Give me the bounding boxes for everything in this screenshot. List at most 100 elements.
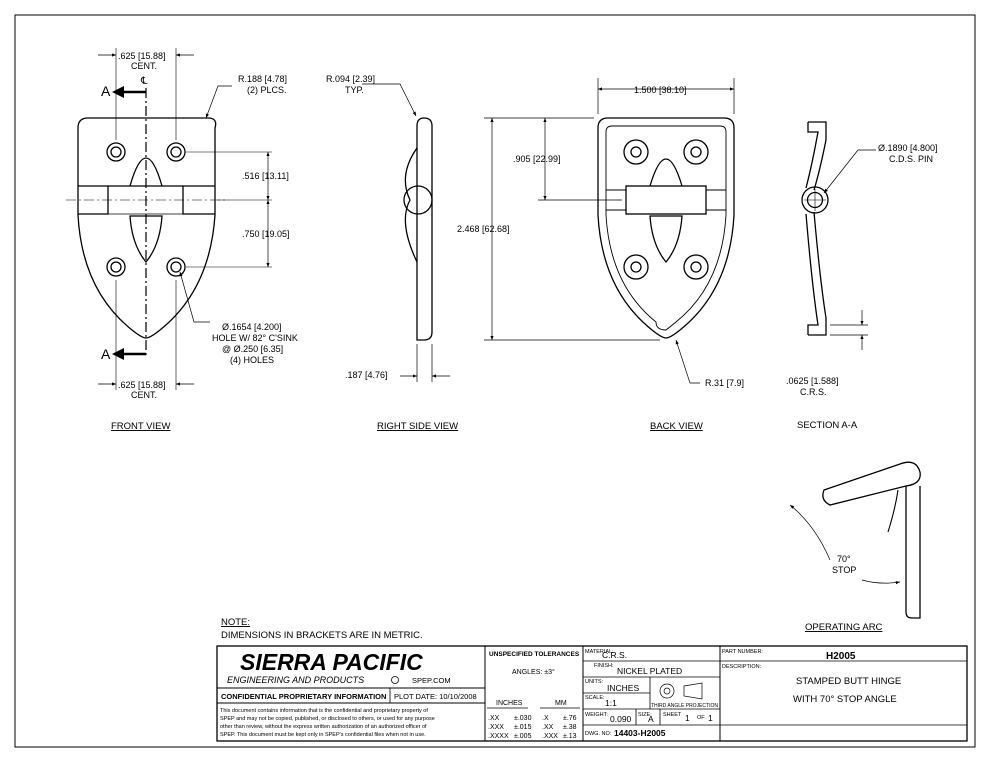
website: SPEP.COM [412,676,451,685]
tol-in-fmt-2: .XXX [488,724,504,731]
disclaimer-line-1: This document contains information that … [220,708,428,714]
cent-bottom-label: CENT. [131,390,157,400]
company-name: SIERRA PACIFIC [240,649,423,675]
right-side-dimensions [362,83,450,382]
description-line-2: WITH 70° STOP ANGLE [793,694,897,705]
pin-note-2: C.D.S. PIN [889,154,933,164]
dim-back-height: 2.468 [62.68] [457,224,510,234]
thk-note-2: C.R.S. [800,387,827,397]
hole-note-4: (4) HOLES [230,355,274,365]
registered-mark-icon [391,676,399,684]
of-label: OF [697,715,705,721]
tol-mm-val-2: ±.38 [563,724,577,731]
cent-top-label: CENT. [131,61,157,71]
hole-note-2: HOLE W/ 82° C'SINK [212,333,298,343]
part-number-label: PART NUMBER: [722,649,763,655]
mm-column-label: MM [555,700,567,707]
dim-back-width: 1.500 [38.10] [634,85,687,95]
sheet-label: SHEET [663,712,682,718]
dim-cent-top: .625 [15.88] [118,51,166,61]
tol-mm-fmt-2: .XX [542,724,554,731]
tol-in-val-1: ±.030 [514,715,532,722]
size-label: SIZE: [638,712,652,718]
section-aa-title: SECTION A-A [797,420,858,431]
projection-label: THIRD ANGLE PROJECTION [651,703,718,709]
section-letter-bottom: A [101,346,111,362]
plot-date: PLOT DATE: 10/10/2008 [394,692,477,701]
thk-note-1: .0625 [1.588] [786,376,839,386]
tol-in-val-2: ±.015 [514,724,532,731]
arc-angle-label: 70° [837,554,851,564]
dim-516: .516 [13.11] [242,171,289,181]
back-view-title: BACK VIEW [650,421,703,432]
dwg-no-label: DWG. NO: [585,731,612,737]
weight-label: WEIGHT: [585,712,608,718]
section-aa [801,121,829,336]
disclaimer-line-3: other than review, without the express w… [220,724,427,730]
tol-mm-val-3: ±.13 [563,733,577,740]
tolerances-heading: UNSPECIFIED TOLERANCES [489,651,580,658]
radius-note-front: R.188 [4.78] [238,74,287,84]
hole-note-1: Ø.1654 [4.200] [222,322,282,332]
operating-arc [822,461,921,619]
back-view [597,117,735,339]
disclaimer-line-2: SPEP and may not be copied, published, o… [220,716,435,722]
dwg-no-value: 14403-H2005 [614,728,666,738]
tol-in-val-3: ±.005 [514,733,532,740]
right-side-view [403,117,433,341]
tol-in-fmt-3: .XXXX [488,733,509,740]
note-heading: NOTE: [221,617,250,628]
weight-value: 0.090 [610,714,632,724]
scale-label: SCALE: [585,695,605,701]
tol-mm-val-1: ±.76 [563,715,577,722]
material-value: C.R.S. [602,650,627,660]
finish-label: FINISH: [594,663,614,669]
description-label: DESCRIPTION: [722,664,762,670]
size-value: A [648,714,654,724]
radius-note-front-qty: (2) PLCS. [247,85,287,95]
note-text: DIMENSIONS IN BRACKETS ARE IN METRIC. [221,630,423,641]
sheet-border [14,14,976,748]
description-line-1: STAMPED BUTT HINGE [796,676,901,687]
right-side-view-title: RIGHT SIDE VIEW [377,421,458,432]
tol-mm-fmt-3: .XXX [542,733,558,740]
tol-in-fmt-1: .XX [488,715,500,722]
front-view [77,117,217,339]
finish-value: NICKEL PLATED [617,666,682,676]
section-letter-top: A [101,83,111,99]
front-view-title: FRONT VIEW [111,421,170,432]
dim-905: .905 [22.99] [513,154,561,164]
hole-note-3: @ Ø.250 [6.35] [222,344,283,354]
operating-arc-title: OPERATING ARC [805,622,883,633]
back-radius-note: R.31 [7.9] [705,378,744,388]
front-view-centerlines [66,48,272,390]
back-view-dimensions [484,78,735,384]
centerline-symbol: ℄ [140,76,148,87]
units-label: UNITS: [585,679,604,685]
sheet-number: 1 [685,713,690,723]
title-block-grid [216,645,968,742]
dim-cent-bottom: .625 [15.88] [118,380,166,390]
confidential-label: CONFIDENTIAL PROPRIETARY INFORMATION [221,692,386,701]
company-subtitle: ENGINEERING AND PRODUCTS [227,675,364,685]
inches-column-label: INCHES [496,700,523,707]
part-number-value: H2005 [826,651,856,662]
scale-value: 1:1 [605,698,617,708]
units-value: INCHES [607,683,639,693]
operating-arc-dimension [789,504,901,585]
third-angle-projection-icon [659,682,703,700]
dim-750: .750 [19.05] [242,229,290,239]
sheet-total: 1 [708,713,713,723]
dim-thickness: .187 [4.76] [345,370,388,380]
tol-mm-fmt-1: .X [542,715,549,722]
arc-stop-label: STOP [832,565,856,575]
section-aa-dimensions [823,149,876,350]
disclaimer-line-4: SPEP. This document must be kept only in… [220,732,426,738]
angles-tolerance: ANGLES: ±3° [512,668,555,676]
material-label: MATERIAL: [585,649,614,655]
front-view-dimensions [98,53,270,386]
pin-note-1: Ø.1890 [4.800] [878,143,938,153]
section-arrows [112,86,146,360]
side-radius-note: R.094 [2.39] [326,74,375,84]
